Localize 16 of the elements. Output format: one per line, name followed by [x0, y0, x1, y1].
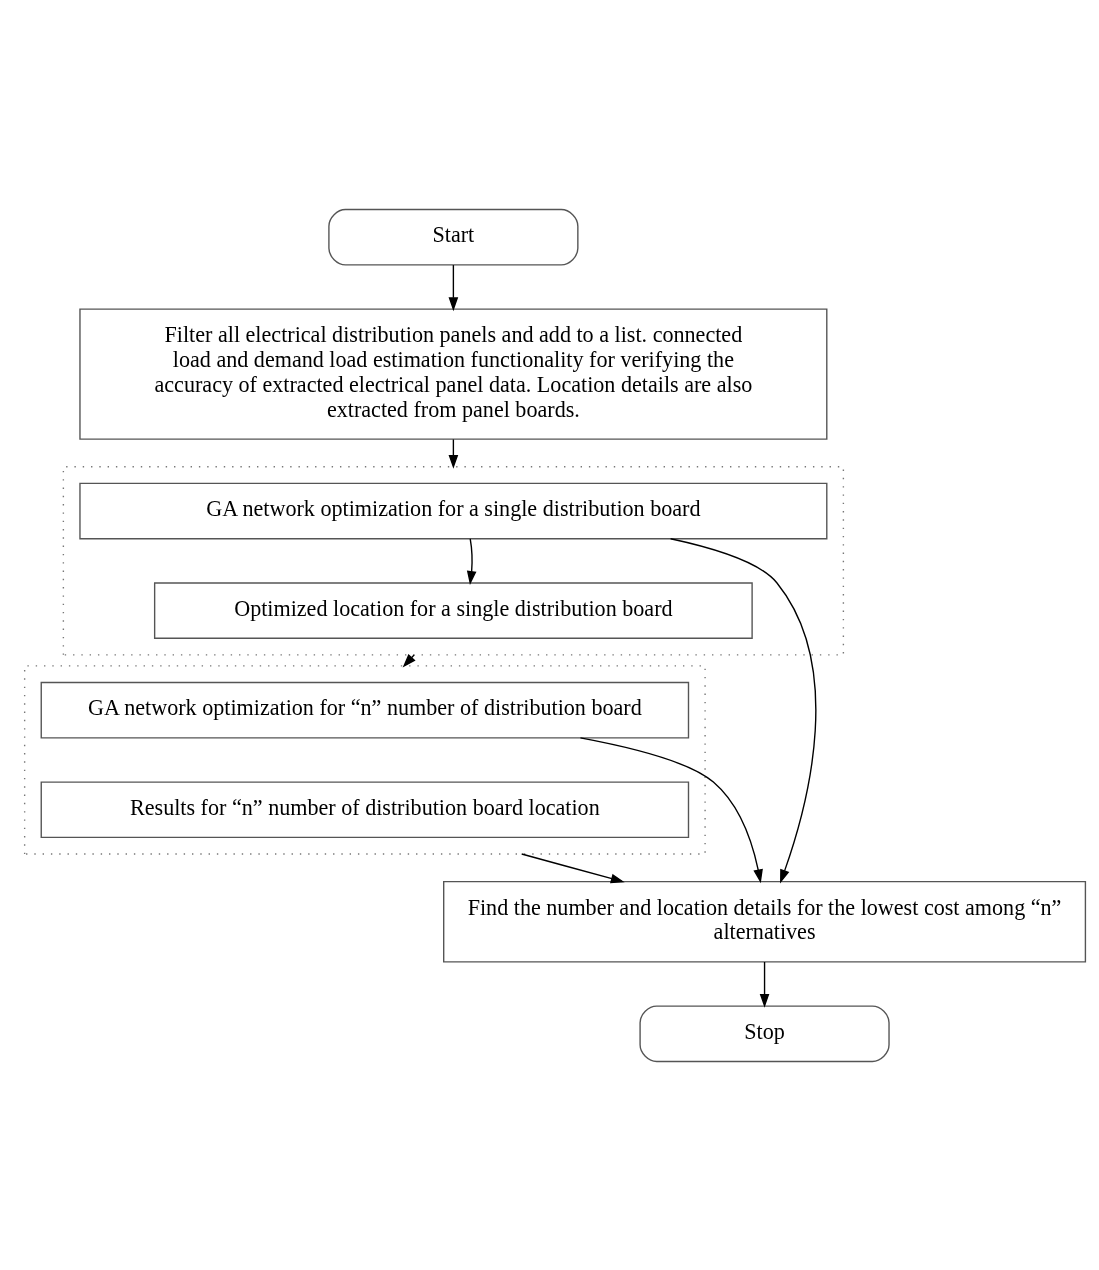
- node-box: Start: [328, 208, 579, 266]
- node-box: Optimized location for a single distribution board: [153, 581, 753, 639]
- node-box: Results for “n” number of distribution board location: [40, 780, 690, 838]
- cluster: [23, 664, 706, 855]
- node-box: Find the number and location details for the lowest cost among “n” alternatives: [443, 880, 1087, 963]
- node-box: Stop: [639, 1004, 890, 1062]
- arrow: [466, 537, 477, 585]
- arrow: [448, 263, 459, 311]
- arrow: [521, 852, 625, 883]
- node-box: GA network optimization for “n” number of distribution board: [40, 681, 690, 739]
- node-box: GA network optimization for a single distribution board: [79, 482, 828, 539]
- arrow: [759, 960, 770, 1008]
- arrow: [579, 736, 763, 883]
- node-box: Filter all electrical distribution panels and add to a list. connected load and demand load estimation functionality for verifying the accuracy of extracted electrical panel data. Location details are also extracted from panel boards.: [79, 307, 828, 440]
- arrow: [669, 537, 817, 883]
- arrow: [402, 653, 416, 667]
